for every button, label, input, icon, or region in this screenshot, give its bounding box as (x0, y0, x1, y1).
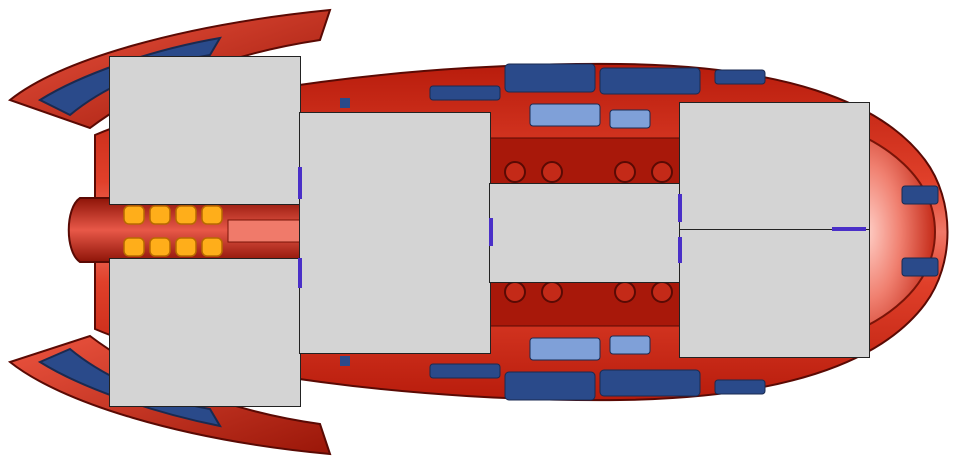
room-center-left[interactable] (299, 112, 491, 354)
door-bottom-left[interactable] (298, 258, 302, 288)
door-right-horizontal[interactable] (832, 227, 866, 231)
room-bottom-left[interactable] (109, 258, 301, 407)
room-center-corridor[interactable] (489, 183, 681, 283)
door-center[interactable] (489, 218, 493, 246)
door-right-top[interactable] (678, 194, 682, 222)
room-top-left[interactable] (109, 56, 301, 205)
door-top-left[interactable] (298, 167, 302, 199)
room-bottom-right[interactable] (679, 229, 870, 358)
room-top-right[interactable] (679, 102, 870, 231)
door-right-bottom[interactable] (678, 237, 682, 263)
